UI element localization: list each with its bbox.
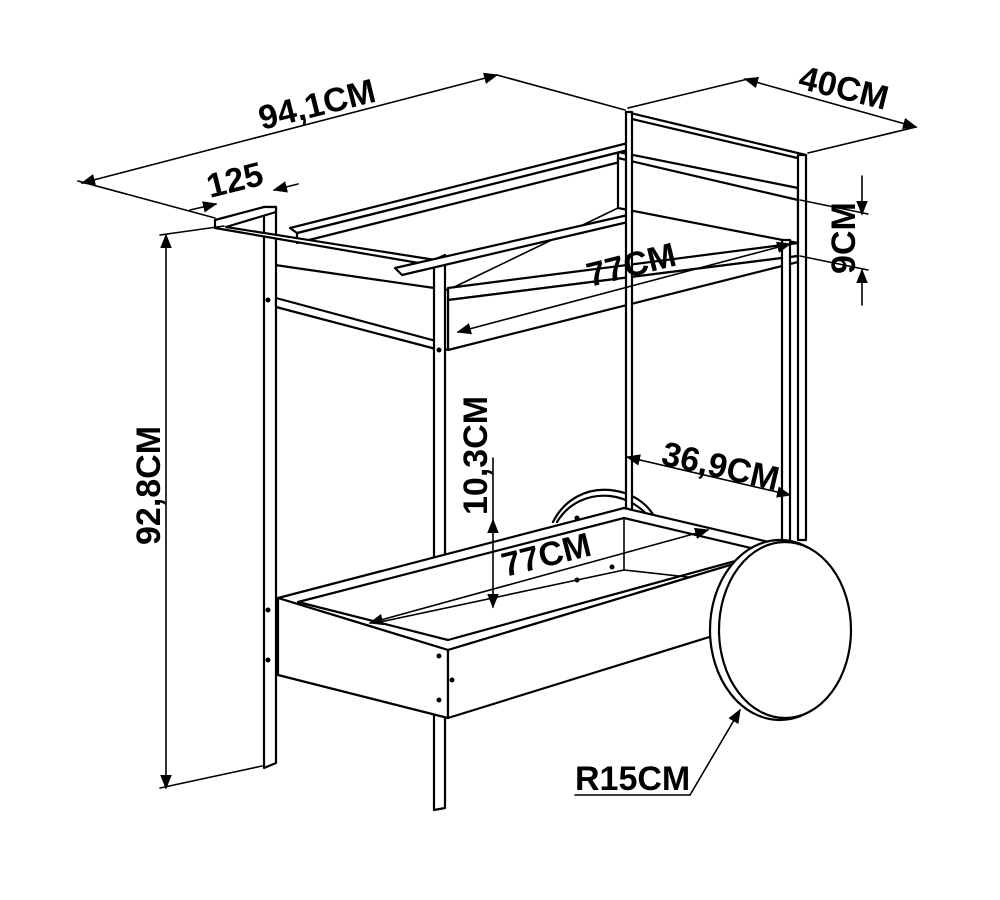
total-width-label: 94,1CM bbox=[255, 72, 380, 138]
height-label: 92,8CM bbox=[130, 426, 168, 545]
front-wheel bbox=[708, 538, 853, 722]
depth-label: 40CM bbox=[795, 59, 892, 118]
back-wheel bbox=[551, 488, 657, 524]
wheel-offset-label: 36,9CM bbox=[658, 435, 783, 499]
dimension-lines bbox=[77, 72, 918, 796]
bottom-shelf bbox=[265, 297, 792, 720]
bottom-shelf-depth-label: 10,3CM bbox=[457, 396, 495, 515]
top-shelf-depth-label: 9CM bbox=[825, 202, 863, 274]
handle-offset-label: 125 bbox=[203, 155, 267, 206]
wheel-radius-label: R15CM bbox=[575, 760, 690, 798]
